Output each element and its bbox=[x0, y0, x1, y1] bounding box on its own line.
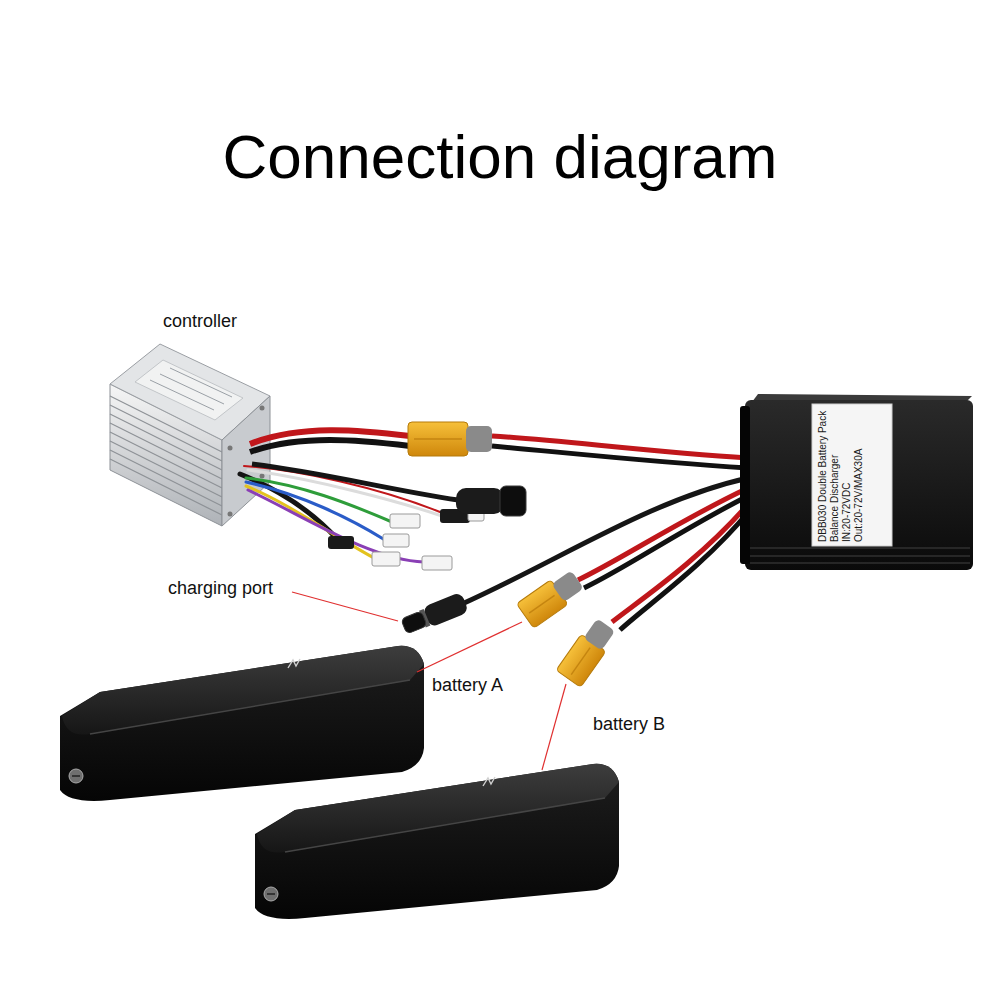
wire bbox=[246, 482, 385, 540]
connector bbox=[422, 556, 452, 570]
battery-pack bbox=[60, 646, 424, 801]
barrel-socket bbox=[456, 488, 504, 514]
power-wire bbox=[492, 436, 748, 458]
plug-tip bbox=[401, 611, 427, 634]
barrel-socket-end bbox=[500, 486, 526, 516]
screw bbox=[228, 446, 233, 451]
battery-pack bbox=[255, 764, 619, 919]
discharger-box bbox=[740, 394, 973, 570]
diagram-title: Connection diagram bbox=[0, 120, 1000, 194]
discharger-rib bbox=[750, 562, 970, 564]
screw bbox=[228, 512, 233, 517]
part-label: battery B bbox=[593, 715, 665, 733]
controller-box bbox=[110, 344, 270, 526]
wire bbox=[248, 490, 424, 562]
battery-body bbox=[255, 764, 619, 919]
part-label: battery A bbox=[432, 676, 503, 694]
part-label: controller bbox=[163, 312, 237, 330]
battery-top bbox=[257, 764, 619, 853]
battery-edge bbox=[285, 798, 605, 852]
fin bbox=[110, 432, 222, 488]
fin bbox=[110, 450, 222, 506]
connector-ridge bbox=[529, 595, 554, 613]
leader-line bbox=[542, 684, 566, 770]
connector-ridge bbox=[571, 648, 590, 675]
connector-ridge bbox=[414, 438, 462, 440]
sticker-print-area: DBB030 Double Battery Pack Balance Disch… bbox=[812, 404, 892, 546]
screw bbox=[260, 406, 265, 411]
screw bbox=[260, 474, 265, 479]
xt60-connector bbox=[408, 422, 468, 456]
connector bbox=[383, 534, 409, 547]
controller-sticker bbox=[135, 360, 243, 420]
connector bbox=[328, 536, 354, 549]
leader-line bbox=[292, 592, 398, 621]
lock-slot bbox=[72, 775, 80, 777]
lock-slot bbox=[267, 893, 275, 895]
connector-boot bbox=[466, 426, 492, 452]
battery-body bbox=[60, 646, 424, 801]
power-wire bbox=[250, 440, 410, 452]
discharger-front bbox=[745, 400, 973, 570]
fin bbox=[110, 459, 222, 515]
battery-lock bbox=[264, 887, 278, 901]
connector-boot bbox=[552, 570, 584, 602]
fin bbox=[110, 441, 222, 497]
connector-boot bbox=[583, 618, 615, 650]
wire bbox=[244, 466, 440, 512]
sticker-print bbox=[170, 368, 232, 397]
connector bbox=[390, 514, 420, 528]
connector bbox=[372, 552, 400, 566]
discharger-rib bbox=[750, 547, 970, 549]
charging-plug bbox=[400, 592, 469, 637]
sticker-text: IN:20-72VDC bbox=[841, 408, 853, 542]
discharger-sticker bbox=[812, 404, 892, 546]
battery-lock bbox=[69, 769, 83, 783]
xt60-connector bbox=[516, 567, 586, 628]
power-wire bbox=[492, 446, 748, 468]
battery-edge bbox=[90, 680, 410, 734]
leader-line bbox=[417, 622, 522, 672]
sticker-text: DBB030 Double Battery Pack Balance Disch… bbox=[817, 408, 841, 542]
charge-cable bbox=[252, 464, 458, 500]
xt60-connector bbox=[556, 616, 618, 687]
power-wire bbox=[620, 510, 750, 630]
sticker-text: Out:20-72V/MAX30A bbox=[853, 408, 865, 542]
discharger-end bbox=[740, 406, 750, 564]
power-wire bbox=[612, 502, 750, 622]
discharger-rib bbox=[750, 555, 970, 557]
battery-logo bbox=[288, 659, 300, 668]
controller-end bbox=[222, 396, 270, 526]
charge-cable bbox=[462, 478, 748, 604]
part-label: charging port bbox=[168, 579, 273, 597]
battery-top bbox=[62, 646, 424, 735]
battery-logo bbox=[483, 777, 495, 786]
